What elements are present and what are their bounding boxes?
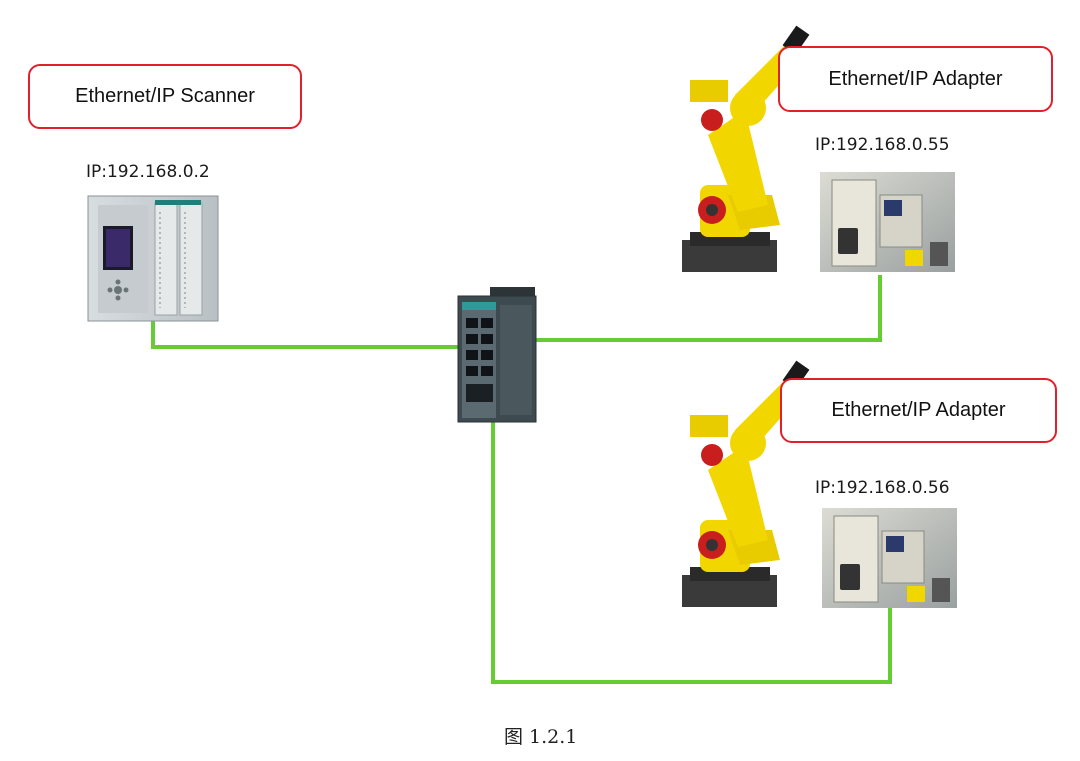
cable-scanner-to-switch (151, 310, 470, 349)
adapter-top-label: Ethernet/IP Adapter (778, 46, 1053, 112)
adapter-top-ip: IP:192.168.0.55 (815, 135, 950, 155)
robot-controller-cabinet-icon (822, 508, 957, 608)
industrial-robot-arm-icon (682, 25, 810, 272)
cable-switch-to-adapter-top (500, 275, 882, 342)
scanner-label: Ethernet/IP Scanner (28, 64, 302, 129)
robot-controller-cabinet-icon (820, 172, 955, 272)
adapter-bottom-label: Ethernet/IP Adapter (780, 378, 1057, 443)
plc-controller-icon (87, 195, 219, 322)
cable-switch-to-adapter-bottom (491, 400, 892, 684)
adapter-bottom-ip: IP:192.168.0.56 (815, 478, 950, 498)
scanner-ip: IP:192.168.0.2 (86, 162, 210, 182)
network-switch-icon (457, 287, 537, 423)
figure-caption: 图 1.2.1 (504, 726, 578, 748)
